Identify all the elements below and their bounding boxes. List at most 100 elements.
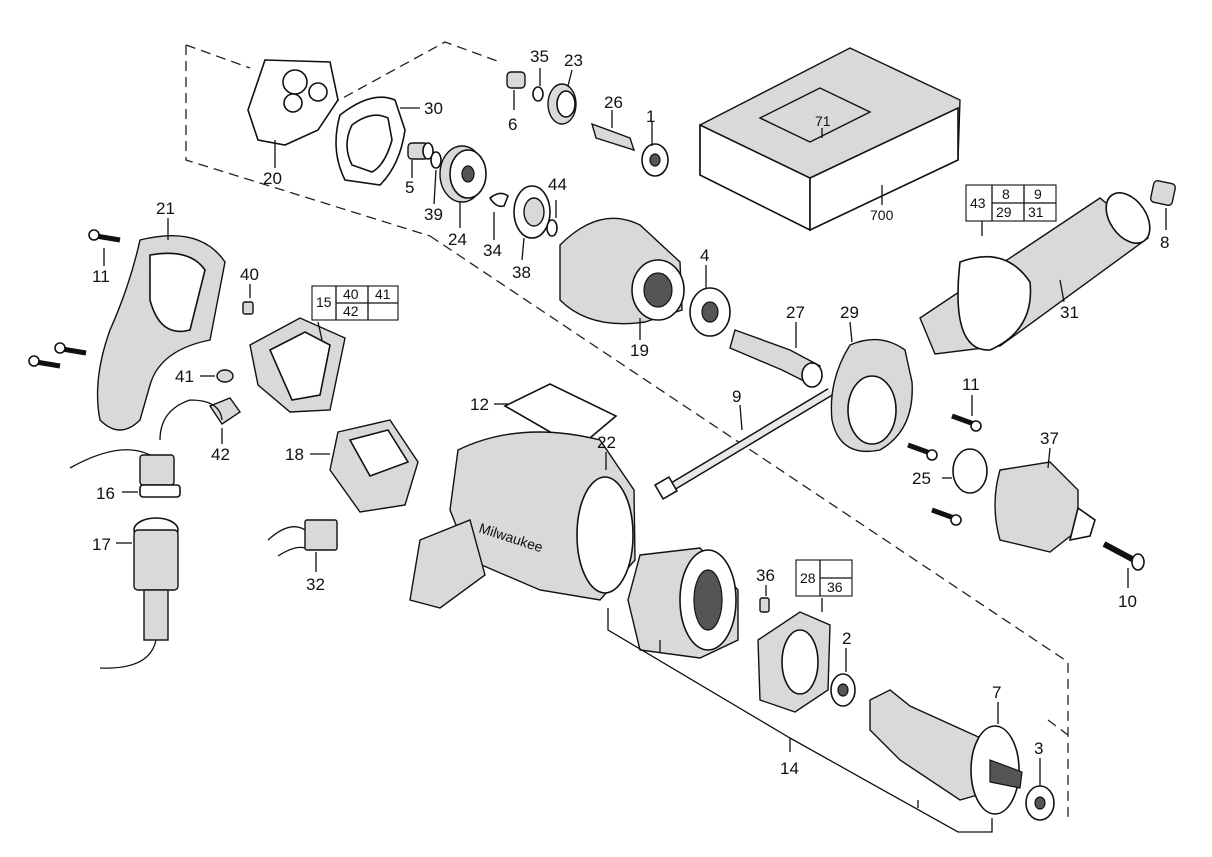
part-18-electronic-switch — [310, 419, 419, 513]
kit-43-id: 43 — [970, 195, 986, 211]
part-6-bushing — [506, 71, 526, 110]
callout-2: 2 — [842, 629, 851, 648]
part-25-o-ring — [942, 448, 988, 494]
callout-4: 4 — [700, 246, 709, 265]
callout-71: 71 — [815, 113, 831, 129]
part-3-bearing — [1025, 758, 1055, 821]
callout-6: 6 — [508, 115, 517, 134]
part-22-motor-housing: Milwaukee — [409, 431, 636, 609]
part-40-pin — [242, 284, 254, 315]
kit-28-r2c1: 36 — [827, 579, 843, 595]
part-27-chuck-spindle — [729, 322, 823, 388]
part-28-brush-holder — [757, 598, 831, 713]
assembly-guide-lines — [185, 41, 1069, 818]
callout-7: 7 — [992, 683, 1001, 702]
callout-labels: 1 2 3 4 5 6 7 8 9 10 11 11 12 14 16 17 1… — [92, 47, 1169, 778]
callout-8: 8 — [1160, 233, 1169, 252]
part-4-bearing — [689, 265, 731, 337]
part-21-handle-housing — [96, 218, 226, 431]
part-35-washer — [532, 68, 544, 102]
callout-25: 25 — [912, 469, 931, 488]
callout-22: 22 — [597, 433, 616, 452]
callout-29: 29 — [840, 303, 859, 322]
kit-15-r1c2: 41 — [375, 286, 391, 302]
part-2-bearing — [830, 648, 856, 707]
part-41-spring — [200, 369, 234, 383]
part-20-gear-plate — [247, 59, 339, 168]
kit-15-r2c1: 42 — [343, 303, 359, 319]
callout-27: 27 — [786, 303, 805, 322]
part-5-bushing — [407, 142, 434, 178]
callout-700: 700 — [870, 207, 894, 223]
callout-23: 23 — [564, 51, 583, 70]
part-32-carbon-brush — [267, 519, 338, 572]
part-screw-housing — [907, 442, 962, 526]
callout-39: 39 — [424, 205, 443, 224]
part-29-side-handle-collar — [830, 321, 913, 452]
callout-17: 17 — [92, 535, 111, 554]
callout-10: 10 — [1118, 592, 1137, 611]
callout-5: 5 — [405, 178, 414, 197]
part-11-screw-right — [951, 395, 982, 432]
part-34-clip — [488, 192, 509, 240]
callout-20: 20 — [263, 169, 282, 188]
kit-43-r2c2: 31 — [1028, 204, 1044, 220]
callout-34: 34 — [483, 241, 502, 260]
part-26-spindle — [590, 110, 636, 152]
part-8-end-cap — [1149, 179, 1177, 230]
part-42-button — [208, 397, 241, 444]
callout-35: 35 — [530, 47, 549, 66]
part-17-power-cord — [99, 517, 179, 669]
callout-44: 44 — [548, 175, 567, 194]
part-10-chuck-screw — [1102, 541, 1145, 588]
callout-21: 21 — [156, 199, 175, 218]
part-9-depth-rod — [653, 388, 833, 501]
part-15-switch-assembly — [249, 317, 346, 413]
kit-43-r2c1: 29 — [996, 204, 1012, 220]
kit-table-28: 28 36 — [795, 559, 853, 597]
callout-38: 38 — [512, 263, 531, 282]
kit-table-43: 43 8 9 29 31 — [965, 184, 1057, 236]
callout-26: 26 — [604, 93, 623, 112]
callout-30: 30 — [424, 99, 443, 118]
callout-37: 37 — [1040, 429, 1059, 448]
part-700-carrying-case — [699, 47, 961, 232]
part-14-field-coil — [627, 547, 739, 659]
kit-28-id: 28 — [800, 570, 816, 586]
part-39-ring — [430, 151, 442, 205]
kit-15-r1c1: 40 — [343, 286, 359, 302]
part-38-bearing-plate — [513, 185, 551, 261]
part-11-screw-left — [88, 229, 121, 266]
callout-40: 40 — [240, 265, 259, 284]
callout-41: 41 — [175, 367, 194, 386]
callout-18: 18 — [285, 445, 304, 464]
callout-36: 36 — [756, 566, 775, 585]
part-16-cord-clamp — [69, 399, 223, 498]
kit-table-15: 15 40 41 42 — [311, 285, 399, 321]
part-7-armature — [869, 689, 1023, 815]
part-19-gear-housing — [559, 217, 685, 340]
part-30-gasket — [335, 96, 420, 186]
kit-14-bracket — [607, 608, 993, 833]
part-24-gear — [439, 145, 487, 228]
callout-42: 42 — [211, 445, 230, 464]
part-44-ring — [546, 200, 558, 237]
part-37-drill-chuck — [994, 447, 1096, 553]
callout-1: 1 — [646, 107, 655, 126]
callout-16: 16 — [96, 484, 115, 503]
callout-12: 12 — [470, 395, 489, 414]
callout-14: 14 — [780, 759, 799, 778]
part-handle-screws — [28, 342, 87, 369]
part-1-bearing — [641, 122, 669, 177]
callout-11-left: 11 — [92, 267, 110, 286]
callout-31: 31 — [1060, 303, 1079, 322]
callout-19: 19 — [630, 341, 649, 360]
part-31-side-handle — [919, 192, 1151, 355]
callout-32: 32 — [306, 575, 325, 594]
part-36-pin — [759, 585, 770, 613]
kit-15-id: 15 — [316, 294, 332, 310]
kit-43-r1c1: 8 — [1002, 186, 1010, 202]
part-23-pinion-gear — [547, 69, 577, 125]
callout-3: 3 — [1034, 739, 1043, 758]
